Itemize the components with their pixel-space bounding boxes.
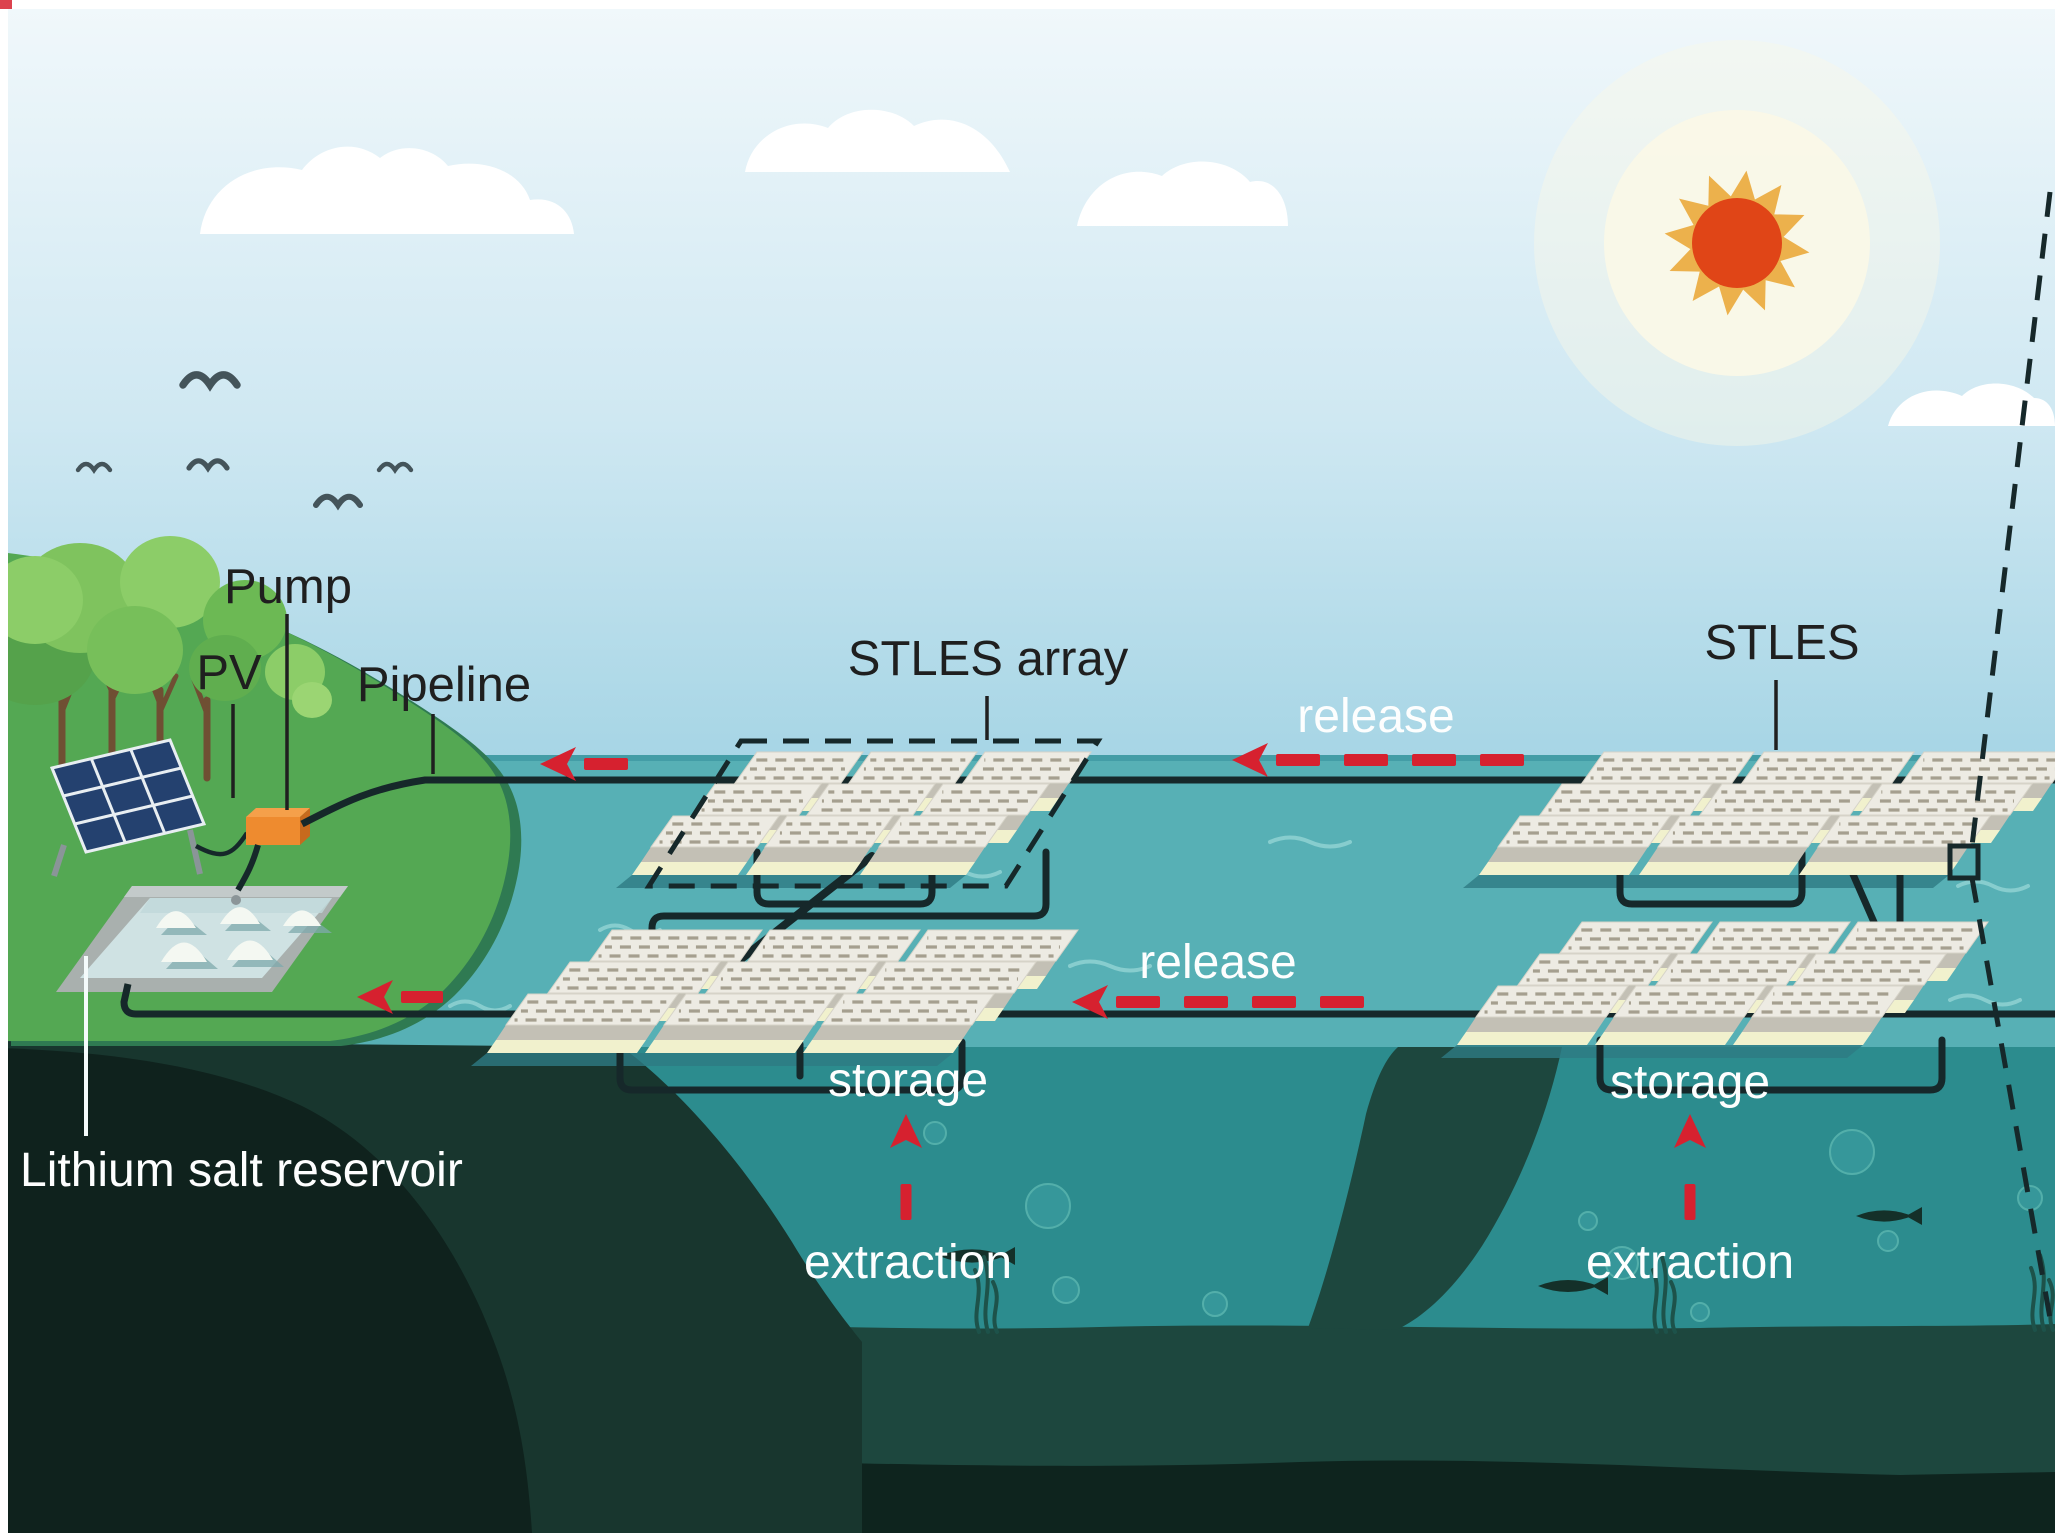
stles-unit <box>860 815 1008 875</box>
tree-foliage <box>292 682 332 718</box>
seaweed-icon <box>973 1255 999 1334</box>
birds <box>75 371 414 511</box>
clouds <box>200 109 2055 426</box>
stles-unit <box>803 993 995 1053</box>
pipeline-icon <box>120 776 2055 1018</box>
fish-icon <box>1856 1207 1922 1225</box>
cloud-icon <box>745 109 1010 172</box>
bird-icon <box>312 493 364 511</box>
pump-icon <box>194 808 310 892</box>
salt-pile-icon <box>283 910 332 933</box>
bubble-icon <box>1578 1211 1598 1231</box>
stles-float-groups <box>487 751 2055 1053</box>
trees <box>0 536 332 786</box>
tree-foliage <box>87 606 183 694</box>
extraction-arrow-icon <box>890 1114 922 1220</box>
release-arrow-icon <box>357 980 443 1014</box>
seaweed-icon <box>1651 1255 1677 1334</box>
bubble-icon <box>1605 1246 1639 1280</box>
tree-foliage <box>120 536 220 628</box>
bubbles <box>923 1121 2043 1322</box>
solar-panel-icon <box>49 738 207 877</box>
cloud-icon <box>200 146 574 234</box>
lithium-salt-reservoir <box>56 886 348 992</box>
bubble-icon <box>1202 1291 1228 1317</box>
bubble-icon <box>1052 1276 1080 1304</box>
float-group-2 <box>1479 751 2055 875</box>
cloud-icon <box>1888 383 2055 426</box>
bird-icon <box>75 461 113 474</box>
stles-unit <box>746 815 894 875</box>
cloud-icon <box>1077 161 1288 226</box>
bubble-icon <box>1690 1302 1710 1322</box>
tree-foliage <box>189 635 261 701</box>
stles-unit <box>1733 985 1905 1045</box>
tree-foliage <box>0 556 83 644</box>
fish-icon <box>939 1247 1015 1265</box>
bubble-icon <box>1829 1129 1875 1175</box>
bubble-icon <box>1877 1230 1899 1252</box>
float-shadows <box>471 875 1949 1066</box>
bird-icon <box>376 461 414 474</box>
float-group-4 <box>1457 921 1989 1045</box>
salt-pile-icon <box>220 907 271 931</box>
salt-pile-icon <box>227 940 284 967</box>
stles-unit <box>1639 815 1831 875</box>
float-group-1 <box>632 751 1092 875</box>
extraction-arrow-icon <box>1674 1114 1706 1220</box>
release-arrow-icon <box>1072 985 1364 1019</box>
release-arrow-icon <box>1232 743 1524 777</box>
float-group-3 <box>487 929 1079 1053</box>
flow-arrows <box>357 743 1706 1220</box>
stles-unit <box>487 993 679 1053</box>
stles-unit <box>1799 815 1991 875</box>
leader-lines <box>84 614 1778 1136</box>
stles-unit <box>1595 985 1767 1045</box>
stles-unit <box>1457 985 1629 1045</box>
bubble-icon <box>1025 1183 1071 1229</box>
bird-icon <box>179 371 241 392</box>
salt-pile-icon <box>161 942 218 969</box>
callout-box-icon <box>1947 191 2053 1319</box>
bubble-icon <box>2017 1185 2043 1211</box>
fishes <box>939 1207 1922 1295</box>
stles-unit <box>1479 815 1671 875</box>
salt-pile-icon <box>156 911 207 935</box>
sun-icon <box>1534 40 1940 446</box>
bubble-icon <box>923 1121 947 1145</box>
bird-icon <box>186 458 230 473</box>
fish-icon <box>1538 1277 1608 1295</box>
release-arrow-icon <box>540 747 628 781</box>
stles-unit <box>645 993 837 1053</box>
stles-array-dashed-box <box>644 738 1103 889</box>
